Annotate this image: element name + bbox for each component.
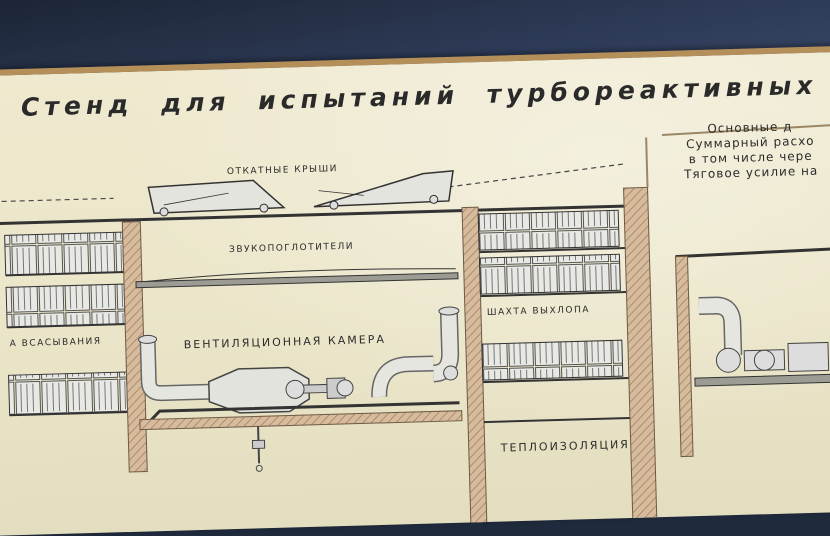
intake-silencer xyxy=(4,231,130,417)
frame-edge xyxy=(645,122,830,188)
right-wall xyxy=(623,186,658,529)
specs-block: Основные д Суммарный расхо в том числе ч… xyxy=(650,118,830,184)
sliding-roofs xyxy=(147,169,454,217)
ventilation-equipment xyxy=(138,306,463,472)
right-chamber-equipment xyxy=(674,245,830,458)
exhaust-shaft xyxy=(477,209,630,424)
roof-line xyxy=(0,163,625,226)
test-stand-diagram xyxy=(0,122,830,529)
poster-sheet: Стенд для испытаний турбореактивных двиг xyxy=(0,45,830,536)
sound-absorber-shelf xyxy=(135,268,459,289)
